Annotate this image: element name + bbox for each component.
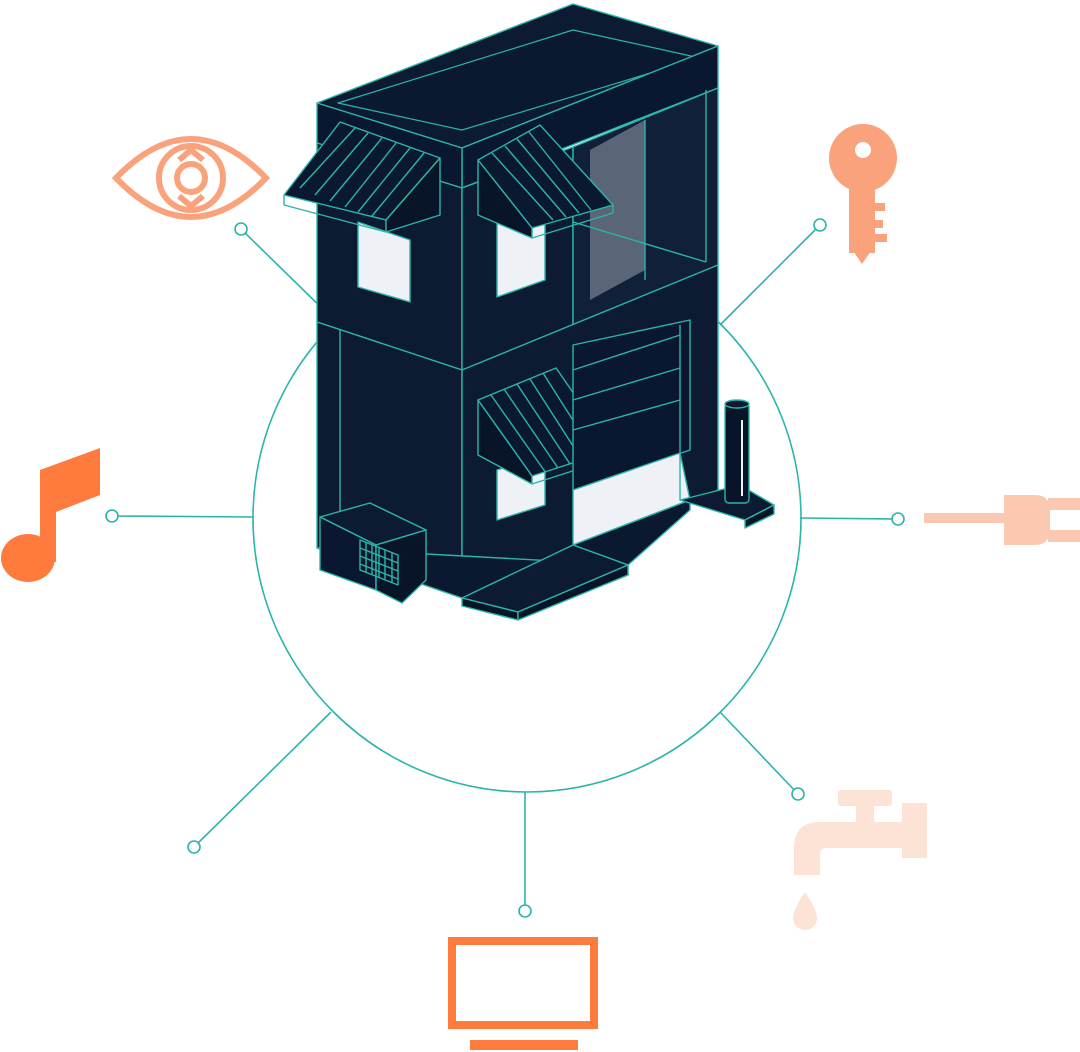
plug-icon xyxy=(924,495,1080,545)
connector-music xyxy=(111,515,254,518)
connector-lower-left xyxy=(193,711,332,848)
monitor-icon xyxy=(448,937,598,1050)
connector-plug xyxy=(799,517,899,520)
music-note-icon xyxy=(1,448,100,582)
connector-faucet xyxy=(719,711,799,795)
ac-unit xyxy=(319,502,427,604)
connector-dots xyxy=(105,218,905,918)
faucet-icon xyxy=(793,790,927,930)
awning-right xyxy=(477,124,614,239)
key-icon xyxy=(829,124,897,264)
connector-key xyxy=(719,224,821,326)
building-illustration xyxy=(283,3,775,621)
awning-left xyxy=(283,121,441,233)
eye-icon xyxy=(111,136,271,220)
